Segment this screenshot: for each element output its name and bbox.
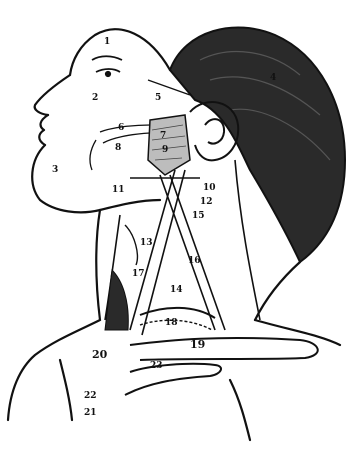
label-13: 13 — [140, 238, 153, 248]
label-6: 6 — [118, 123, 124, 133]
label-15: 15 — [192, 211, 205, 221]
label-7: 7 — [160, 131, 166, 141]
label-23: 23 — [150, 361, 163, 371]
label-5: 5 — [155, 93, 161, 103]
label-18: 18 — [165, 318, 178, 328]
label-11: 11 — [112, 185, 125, 195]
label-16: 16 — [188, 256, 201, 266]
label-17: 17 — [132, 269, 145, 279]
label-10: 10 — [203, 183, 216, 193]
label-2: 2 — [92, 93, 98, 103]
label-1: 1 — [104, 37, 110, 47]
label-3: 3 — [52, 165, 58, 175]
label-21: 21 — [84, 408, 97, 418]
label-14: 14 — [170, 285, 183, 295]
label-4: 4 — [270, 73, 276, 83]
parotid-region — [148, 115, 190, 175]
eye — [92, 56, 122, 76]
label-19: 19 — [190, 338, 205, 351]
label-8: 8 — [115, 143, 121, 153]
label-9: 9 — [162, 145, 168, 155]
label-20: 20 — [92, 348, 108, 361]
label-12: 12 — [200, 197, 213, 207]
label-22: 22 — [84, 391, 97, 401]
hair — [170, 28, 345, 262]
